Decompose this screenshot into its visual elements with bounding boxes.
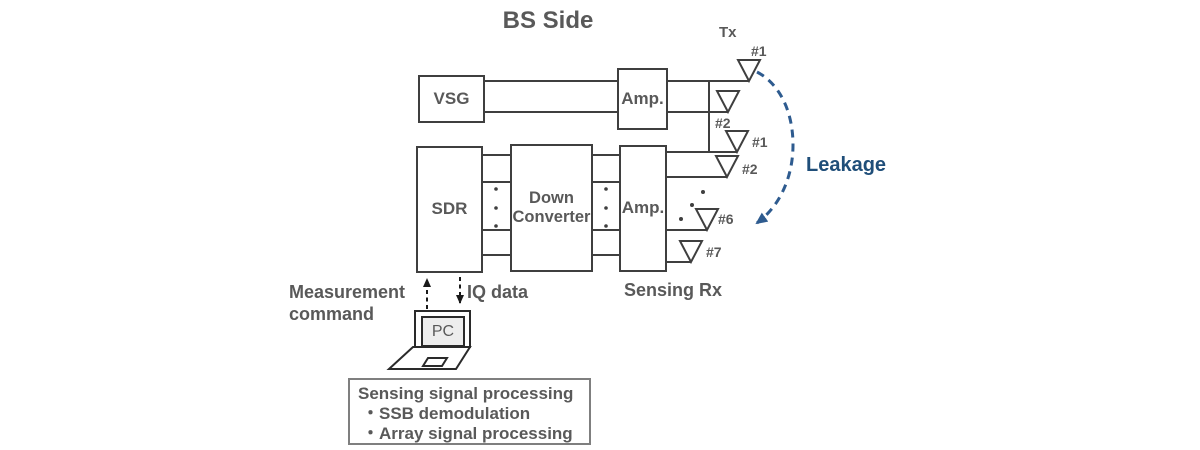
rx-antenna-1-label: #1 <box>752 134 768 150</box>
tx-antenna-1-label: #1 <box>751 43 767 59</box>
tx-feed-lines <box>484 80 749 152</box>
page-title: BS Side <box>502 7 594 34</box>
laptop-icon <box>386 310 472 370</box>
leakage-arrow-icon <box>755 70 795 225</box>
antenna-icons <box>678 59 762 265</box>
measurement-command-label: Measurement command <box>289 281 405 325</box>
bullet-icon: ・ <box>362 424 379 443</box>
rx-antenna-1-icon <box>724 130 750 155</box>
down-converter-block: Down Converter <box>510 144 593 272</box>
amp-tx-block: Amp. <box>617 68 668 130</box>
rx-antenna-7-label: #7 <box>706 244 722 260</box>
rx-feed-lines <box>482 151 737 263</box>
processing-title: Sensing signal processing <box>358 384 574 403</box>
port-ellipsis-dots <box>494 187 608 228</box>
amp-rx-block: Amp. <box>619 145 667 272</box>
rx-antenna-6-label: #6 <box>718 211 734 227</box>
bullet-icon: ・ <box>362 404 379 423</box>
processing-box: Sensing signal processing ・SSB demodulat… <box>348 378 591 445</box>
tx-antenna-2-label: #2 <box>715 115 731 131</box>
rx-antenna-2-label: #2 <box>742 161 758 177</box>
tx-array-label: Tx <box>719 24 737 41</box>
sensing-rx-label: Sensing Rx <box>624 280 723 300</box>
rx-antenna-6-icon <box>694 208 720 233</box>
tx-antenna-2-icon <box>715 90 741 115</box>
sdr-block: SDR <box>416 146 483 273</box>
rx-antenna-7-icon <box>678 240 704 265</box>
antenna-ellipsis-dots <box>679 190 705 221</box>
iq-data-label: IQ data <box>467 282 529 302</box>
measurement-command-line1: Measurement <box>289 282 406 302</box>
vsg-block: VSG <box>418 75 485 123</box>
pc-label: PC <box>431 322 455 340</box>
tx-antenna-1-icon <box>736 59 762 84</box>
processing-item-2: ・Array signal processing <box>362 424 573 443</box>
measurement-command-line2: command <box>289 304 375 324</box>
processing-item-1: ・SSB demodulation <box>362 404 531 423</box>
rx-antenna-2-icon <box>714 155 740 180</box>
leakage-label: Leakage <box>806 154 887 176</box>
